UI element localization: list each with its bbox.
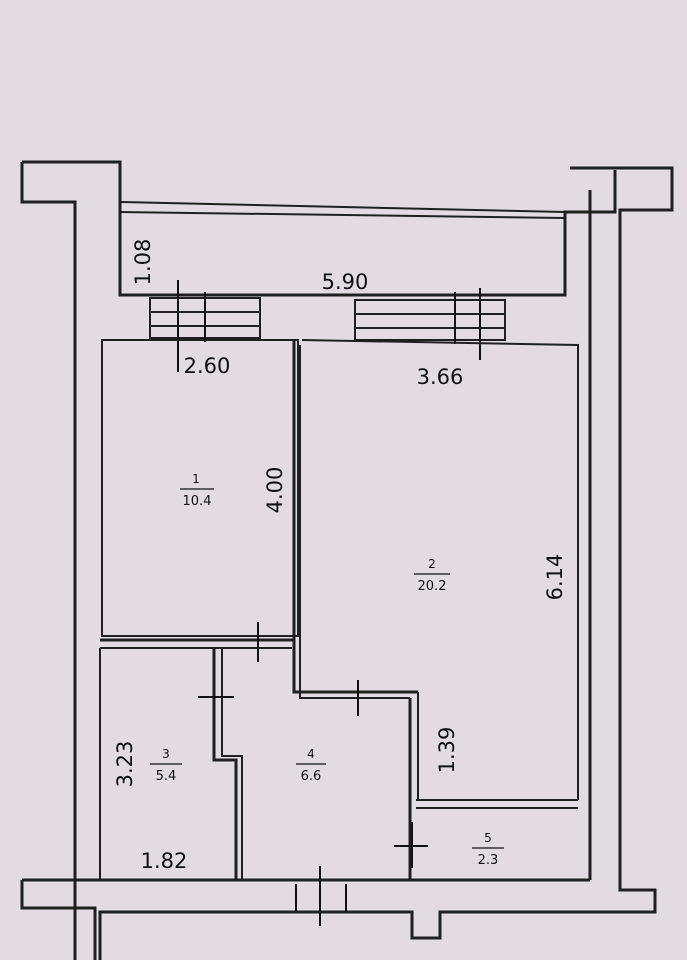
window-left — [149, 280, 261, 372]
room-3-number: 3 — [162, 747, 170, 761]
room-label-1: 1 10.4 — [180, 472, 214, 509]
room-1-outline — [101, 339, 299, 637]
room-1-area: 10.4 — [183, 494, 212, 509]
interior-walls — [99, 339, 579, 880]
room-label-5: 5 2.3 — [472, 831, 504, 868]
door-marks — [198, 622, 428, 926]
dimension-room3-width: 1.82 — [141, 849, 188, 873]
balcony — [119, 201, 566, 219]
room-label-3: 3 5.4 — [150, 747, 182, 784]
dimension-labels: 1.08 5.90 2.60 3.66 4.00 6.14 3.23 1.82 … — [113, 239, 567, 873]
room-4-area: 6.6 — [301, 769, 322, 784]
room-3-area: 5.4 — [156, 769, 177, 784]
dimension-room1-width: 2.60 — [184, 354, 231, 378]
room-5-area: 2.3 — [478, 853, 499, 868]
dimension-balcony-length: 5.90 — [322, 270, 369, 294]
dimension-room2-width: 3.66 — [417, 365, 464, 389]
room-5-number: 5 — [484, 831, 492, 845]
room-label-4: 4 6.6 — [296, 747, 326, 784]
room-2-number: 2 — [428, 557, 436, 571]
dimension-room2-length: 6.14 — [543, 554, 567, 601]
room-1-number: 1 — [192, 472, 200, 486]
room-4-number: 4 — [307, 747, 315, 761]
window-right — [354, 288, 506, 360]
dimension-room3-length: 3.23 — [113, 741, 137, 788]
outer-walls — [20, 160, 674, 960]
room-2-area: 20.2 — [418, 579, 447, 594]
dimension-balcony-depth: 1.08 — [131, 239, 155, 286]
dimension-room1-length: 4.00 — [263, 467, 287, 514]
room-label-2: 2 20.2 — [414, 557, 450, 594]
dimension-room5-length: 1.39 — [435, 727, 459, 774]
